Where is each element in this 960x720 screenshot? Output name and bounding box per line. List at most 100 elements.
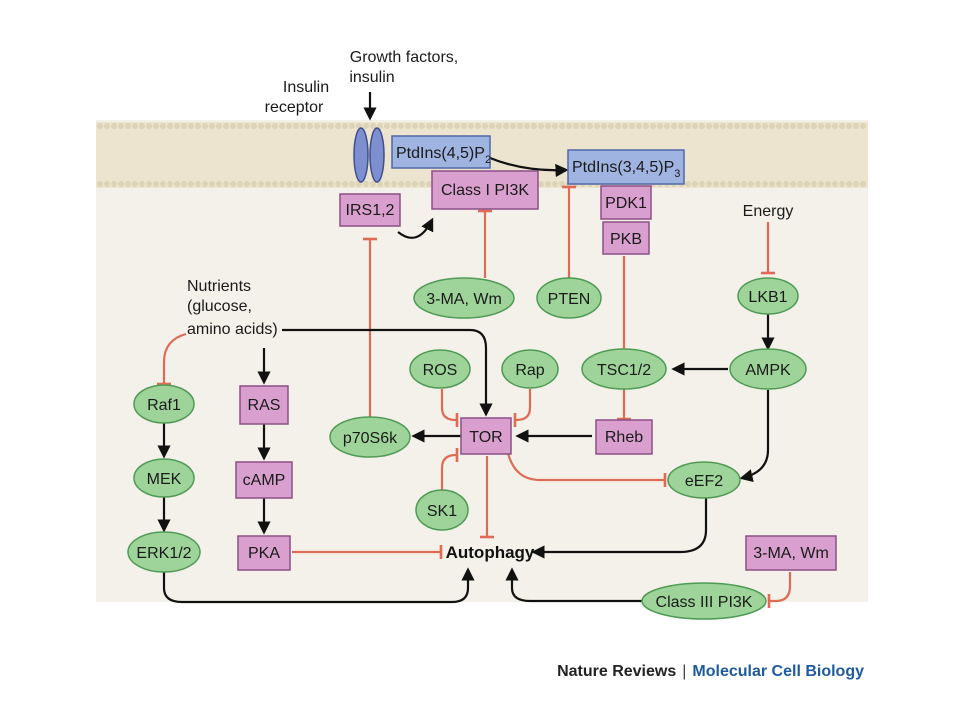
lipid-head: [244, 181, 250, 187]
nutrients-to-tor-arrow: [282, 328, 493, 417]
lipid-head: [405, 123, 411, 129]
lipid-head: [139, 123, 145, 129]
insulin-receptor-label: Insulin: [283, 79, 329, 96]
lipid-head: [454, 123, 460, 129]
lipid-head: [510, 123, 516, 129]
lipid-head: [419, 181, 425, 187]
lipid-head: [748, 181, 754, 187]
footer-brand: Nature Reviews: [557, 663, 676, 680]
lipid-head: [496, 123, 502, 129]
ras-node: RAS: [239, 385, 289, 425]
lipid-head: [405, 181, 411, 187]
lipid-head: [363, 181, 369, 187]
lipid-head: [111, 181, 117, 187]
eef2-to-autophagy-arrow: [531, 497, 708, 559]
lipid-head: [531, 123, 537, 129]
ros-node: ROS: [409, 349, 471, 389]
lipid-head: [762, 181, 768, 187]
lipid-head: [153, 181, 159, 187]
lipid-head: [258, 181, 264, 187]
p70s6k-label: p70S6k: [343, 430, 398, 447]
rheb-node: Rheb: [595, 419, 653, 455]
ptdins345p3-subscript: 3: [674, 168, 680, 180]
lipid-head: [412, 123, 418, 129]
lipid-head: [720, 123, 726, 129]
lipid-head: [363, 123, 369, 129]
lipid-head: [783, 181, 789, 187]
lipid-head: [699, 123, 705, 129]
tor-label: TOR: [469, 429, 502, 446]
rap-label: Rap: [515, 362, 544, 379]
tor-inhibits-eef2-arrow: [506, 452, 664, 482]
lipid-head: [755, 123, 761, 129]
lipid-head: [370, 181, 376, 187]
lipid-head: [174, 181, 180, 187]
lipid-head: [188, 181, 194, 187]
lipid-head: [748, 123, 754, 129]
lipid-head: [426, 181, 432, 187]
ptdins345p3-node: PtdIns(3,4,5)P3: [567, 149, 685, 185]
pdk1-node: PDK1: [600, 185, 652, 220]
ptdins45p2-subscript: 2: [485, 154, 491, 166]
lipid-head: [125, 123, 131, 129]
eef2-node: eEF2: [667, 461, 741, 499]
ptdins45p2-node: PtdIns(4,5)P2: [391, 135, 491, 169]
lipid-head: [566, 123, 572, 129]
class3-to-autophagy-arrow: [505, 567, 642, 603]
growth-factors-label: Growth factors,: [350, 49, 458, 66]
lipid-head: [776, 123, 782, 129]
lipid-head: [237, 123, 243, 129]
lipid-head: [797, 123, 803, 129]
lipid-head: [650, 123, 656, 129]
irs-to-class1-pi3k-arrow: [397, 217, 434, 239]
growth-factors-label-line2: insulin: [349, 69, 394, 86]
lipid-head: [335, 181, 341, 187]
lipid-head: [97, 123, 103, 129]
lipid-head: [832, 181, 838, 187]
lipid-head: [524, 123, 530, 129]
lipid-head: [839, 123, 845, 129]
lipid-head: [797, 181, 803, 187]
lkb1-node: LKB1: [737, 277, 799, 315]
mawm-label-bottom: 3-MA, Wm: [753, 545, 829, 562]
lipid-head: [160, 181, 166, 187]
lipid-head: [300, 123, 306, 129]
lipid-head: [349, 123, 355, 129]
mek-node: MEK: [133, 458, 195, 498]
lipid-head: [244, 123, 250, 129]
eef2-label: eEF2: [685, 473, 723, 490]
lipid-head: [706, 181, 712, 187]
lipid-head: [237, 181, 243, 187]
lipid-head: [265, 181, 271, 187]
lipid-head: [321, 123, 327, 129]
lipid-head: [125, 181, 131, 187]
lipid-head: [377, 181, 383, 187]
lipid-head: [489, 123, 495, 129]
camp-node: cAMP: [235, 461, 293, 499]
lipid-head: [377, 123, 383, 129]
tsc12-node: TSC1/2: [581, 348, 667, 390]
lipid-head: [545, 123, 551, 129]
sk1-label: SK1: [427, 503, 457, 520]
lipid-head: [384, 181, 390, 187]
lipid-head: [153, 123, 159, 129]
pten-node: PTEN: [536, 277, 602, 319]
lipid-head: [174, 123, 180, 129]
lipid-head: [860, 181, 866, 187]
ptdins45p2-label: PtdIns(4,5)P: [396, 145, 485, 162]
lipid-head: [440, 123, 446, 129]
rap-node: Rap: [501, 349, 559, 389]
lipid-head: [804, 123, 810, 129]
lipid-head: [741, 123, 747, 129]
lipid-head: [587, 123, 593, 129]
lipid-head: [678, 123, 684, 129]
lipid-head: [279, 181, 285, 187]
lipid-head: [384, 123, 390, 129]
ras-label: RAS: [248, 397, 281, 414]
lipid-head: [790, 181, 796, 187]
nutrients-label: Nutrients: [187, 278, 251, 295]
footer-separator: |: [682, 663, 686, 680]
erk12-node: ERK1/2: [127, 531, 201, 573]
lipid-head: [195, 181, 201, 187]
lipid-head: [622, 123, 628, 129]
